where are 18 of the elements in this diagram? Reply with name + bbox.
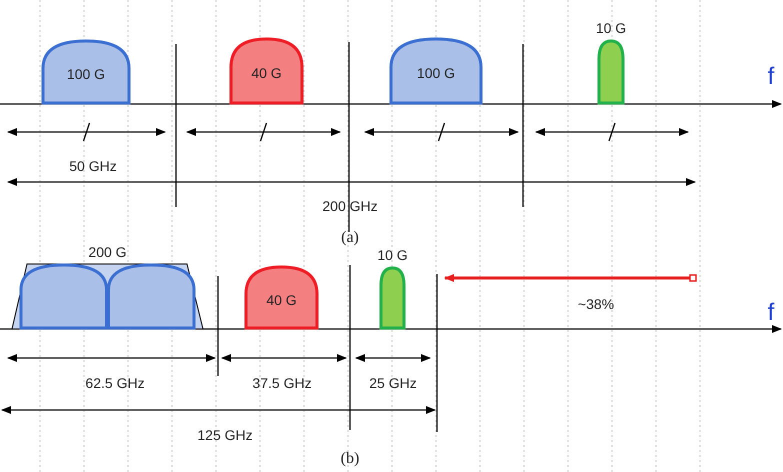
channel-label: 40 G bbox=[250, 65, 283, 81]
dimension-label: 200 GHz bbox=[322, 198, 378, 214]
channel-label: 200 G bbox=[87, 244, 128, 260]
channel-label: 40 G bbox=[265, 292, 298, 308]
dimension-label: 125 GHz bbox=[197, 427, 253, 443]
axis-label: f bbox=[768, 64, 774, 90]
channel-label: 10 G bbox=[376, 247, 409, 263]
dimension-label: 37.5 GHz bbox=[252, 375, 312, 391]
dimension-label: 62.5 GHz bbox=[85, 375, 145, 391]
channel-label: 10 G bbox=[594, 20, 628, 36]
panel-label: (a) bbox=[341, 229, 359, 247]
dimension-label: 25 GHz bbox=[369, 375, 417, 391]
channel-label: 100 G bbox=[66, 66, 106, 82]
dimension-label: 50 GHz bbox=[69, 158, 117, 174]
axis-label: f bbox=[768, 300, 774, 326]
percent-label: ~38% bbox=[578, 296, 614, 312]
channel-label: 100 G bbox=[416, 65, 456, 81]
panel-label: (b) bbox=[340, 450, 360, 468]
